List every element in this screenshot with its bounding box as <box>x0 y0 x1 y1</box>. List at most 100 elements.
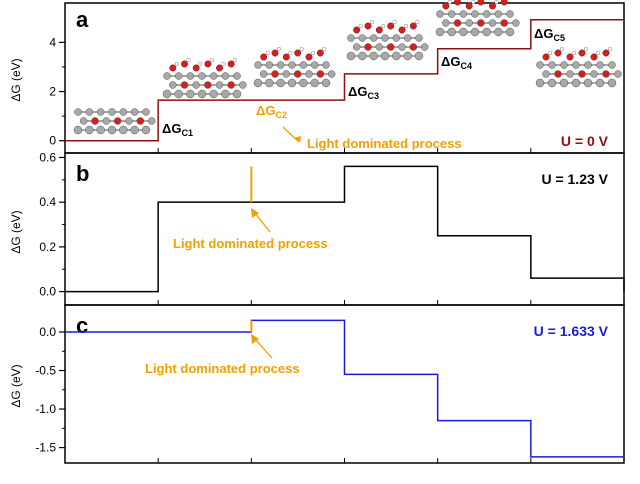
atom <box>494 27 503 37</box>
panel-a-annotation: Light dominated process <box>307 136 462 151</box>
atom <box>316 70 325 78</box>
panel-letter-b: b <box>76 161 89 186</box>
atom <box>113 117 122 125</box>
structure-c3 <box>253 46 336 88</box>
atom <box>369 34 378 42</box>
atom <box>415 34 423 42</box>
hydrogen-atom <box>369 19 375 25</box>
oxygen-atom <box>454 0 461 6</box>
atom <box>614 70 622 78</box>
atom <box>500 19 508 27</box>
oxygen-atom <box>316 49 324 57</box>
panel-c-ytick-label: -0.5 <box>35 364 56 378</box>
panel-b-step-line <box>65 165 625 293</box>
atom <box>547 78 557 88</box>
step-label-c4: ΔGC4 <box>441 54 472 71</box>
atom <box>186 72 195 80</box>
atom <box>73 125 83 135</box>
panel-b-ytick-label: 0.0 <box>39 285 56 299</box>
atom <box>560 61 568 69</box>
oxygen-atom <box>554 49 562 57</box>
hydrogen-atom <box>595 50 601 56</box>
hydrogen-atom <box>392 19 397 25</box>
oxygen-atom <box>590 53 598 61</box>
atom <box>459 10 468 18</box>
panel-c-ylabel: ΔG (eV) <box>9 364 23 407</box>
atom <box>271 70 279 78</box>
atom <box>392 34 401 42</box>
atom <box>554 70 562 78</box>
atom <box>436 10 444 18</box>
panel-c-step-line <box>65 319 624 458</box>
atom <box>595 78 605 88</box>
oxygen-atom <box>260 53 268 61</box>
hydrogen-atom <box>322 46 327 52</box>
atom <box>227 81 235 89</box>
atom <box>147 117 156 125</box>
hydrogen-atom <box>447 0 452 5</box>
atom <box>186 89 195 99</box>
panel-a-yticks: 0 2 4 <box>49 35 56 147</box>
hydrogen-atom <box>198 61 203 67</box>
atom <box>506 10 514 18</box>
atom <box>414 51 424 61</box>
atom <box>74 108 82 116</box>
atom <box>180 81 189 89</box>
step-label-c1: ΔGC1 <box>162 121 193 138</box>
panel-c-ytick-label: -1.0 <box>35 402 56 416</box>
atom <box>584 61 592 69</box>
step-label-c3: ΔGC3 <box>348 84 379 101</box>
panel-a-ylabel: ΔG (eV) <box>9 58 23 101</box>
hydrogen-atom <box>583 46 589 52</box>
atom <box>259 70 268 78</box>
oxygen-atom <box>294 49 302 57</box>
atom <box>536 61 544 69</box>
panel-letter-c: c <box>76 313 88 338</box>
atom <box>488 19 497 27</box>
hydrogen-atom <box>559 46 565 52</box>
svg-text:ΔGC4: ΔGC4 <box>441 54 472 71</box>
oxygen-atom <box>602 49 610 57</box>
oxygen-atom <box>489 2 496 10</box>
atom <box>369 51 378 61</box>
atom <box>130 125 139 135</box>
atom <box>215 81 224 89</box>
atom <box>590 70 598 78</box>
atom <box>293 70 302 78</box>
atom <box>482 10 491 18</box>
atom <box>442 19 450 27</box>
atom <box>125 117 133 125</box>
atom <box>233 72 241 80</box>
oxygen-atom <box>465 2 473 10</box>
structure-c5 <box>535 46 622 88</box>
panel-b-ytick-label: 0.4 <box>39 195 56 209</box>
oxygen-atom <box>542 53 550 61</box>
atom <box>352 43 361 51</box>
atom <box>91 117 99 125</box>
atom <box>85 125 94 135</box>
atom <box>608 61 616 69</box>
oxygen-atom <box>398 26 406 34</box>
panel-c-ytick-label: 0.0 <box>39 325 56 339</box>
atom <box>141 125 151 135</box>
atom <box>420 43 429 51</box>
hydrogen-atom <box>607 46 613 52</box>
svg-text:ΔGC3: ΔGC3 <box>348 84 379 101</box>
oxygen-atom <box>169 64 177 72</box>
atom <box>470 27 480 37</box>
atom <box>107 125 117 135</box>
atom <box>198 72 206 80</box>
atom <box>471 10 479 18</box>
atom <box>174 72 183 80</box>
hydrogen-atom <box>358 23 363 29</box>
hydrogen-atom <box>288 50 293 56</box>
hydrogen-atom <box>571 50 577 56</box>
hydrogen-atom <box>209 57 214 63</box>
atom <box>265 61 274 69</box>
oxygen-atom <box>192 64 200 72</box>
atom <box>253 78 263 88</box>
atom <box>169 81 177 89</box>
atom <box>276 61 285 69</box>
atom <box>232 89 242 99</box>
